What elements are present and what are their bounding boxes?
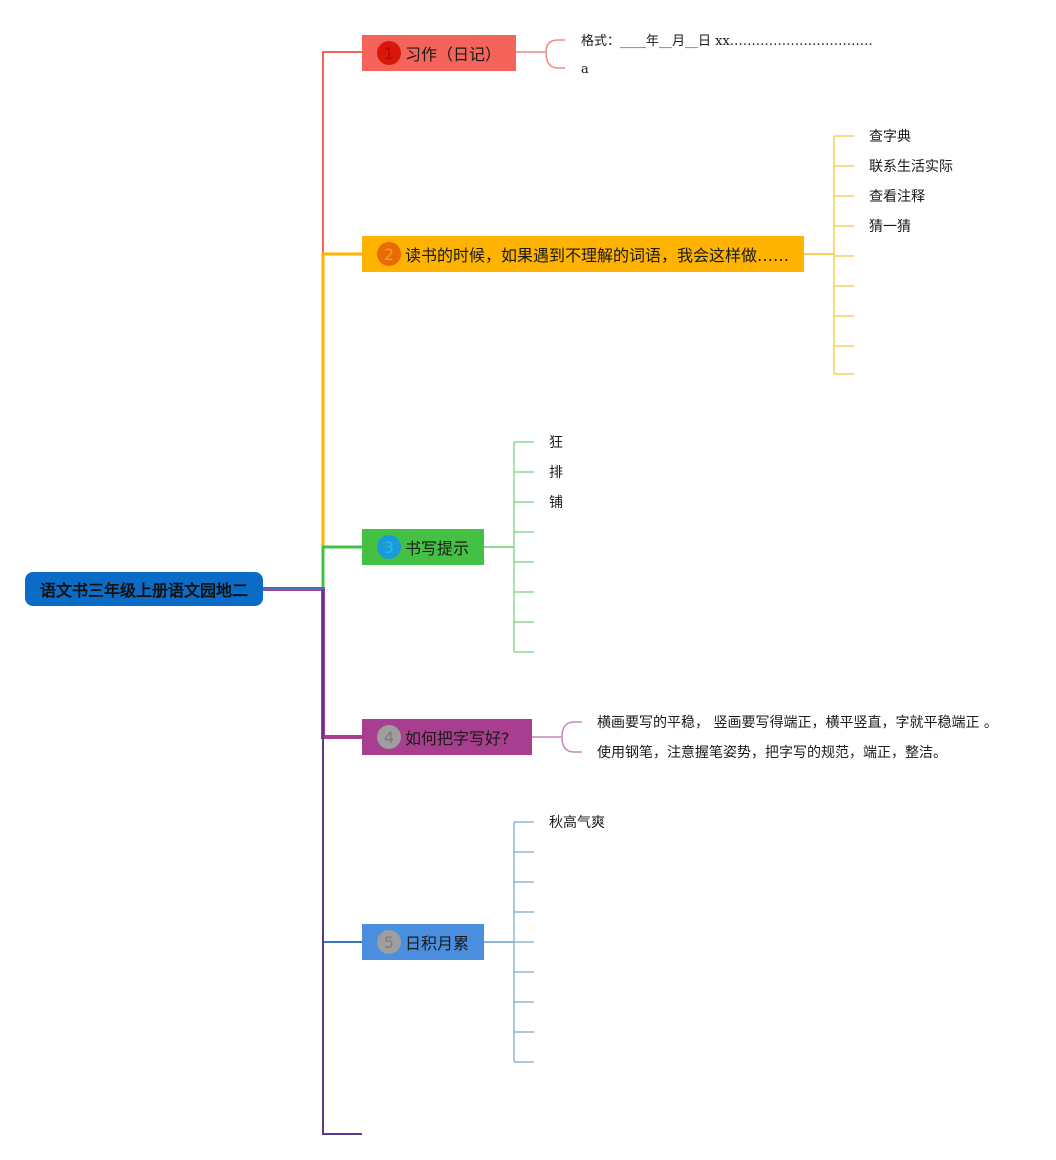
branch-5-leaf-1[interactable]: 秋高气爽 (549, 815, 605, 831)
branch-3-topic[interactable]: 3 书写提示 (362, 529, 484, 565)
branch-1-leaf-2[interactable]: a (581, 62, 589, 77)
root-topic[interactable]: 语文书三年级上册语文园地二 (25, 572, 263, 606)
branch-3-connector (263, 545, 362, 591)
branch-3-leaf-3[interactable]: 铺 (549, 495, 563, 511)
branch-1-child-1-link (545, 39, 565, 53)
branch-2-label: 读书的时候，如果遇到不理解的词语，我会这样做…… (405, 246, 790, 265)
branch-2-connector (263, 252, 362, 591)
branch-4-connector (263, 587, 362, 739)
branch-4-child-1-link (561, 721, 582, 738)
branch-4-child-2-link (561, 736, 582, 753)
branch-1-topic[interactable]: 1 习作（日记） (362, 35, 516, 71)
branch-4-topic[interactable]: 4 如何把字写好? (362, 719, 532, 755)
branch-2-leaf-4[interactable]: 猜一猜 (869, 219, 911, 235)
branch-3-label: 书写提示 (405, 539, 470, 558)
branch-2-topic[interactable]: 2 读书的时候，如果遇到不理解的词语，我会这样做…… (362, 236, 804, 272)
branch-1-child-2-link (545, 51, 565, 69)
number-2-icon: 2 (377, 242, 401, 266)
number-5-icon: 5 (377, 930, 401, 954)
number-4-icon: 4 (377, 725, 401, 749)
branch-5-label: 日积月累 (405, 934, 470, 953)
branch-5-connector (263, 588, 362, 943)
branch-2-leaf-3[interactable]: 查看注释 (869, 189, 925, 205)
number-1-icon: 1 (377, 41, 401, 65)
branch-1-connector (263, 51, 362, 590)
branch-5-topic[interactable]: 5 日积月累 (362, 924, 484, 960)
branch-4-label: 如何把字写好? (405, 729, 510, 748)
number-3-icon: 3 (377, 535, 401, 559)
branch-1-leaf-1[interactable]: 格式：____年__月__日 xx…………………………… (581, 34, 873, 49)
branch-3-leaf-1[interactable]: 狂 (549, 435, 563, 451)
branch-2-leaf-1[interactable]: 查字典 (869, 129, 911, 145)
branch-1-label: 习作（日记） (405, 45, 502, 64)
branch-2-leaf-2[interactable]: 联系生活实际 (869, 159, 953, 175)
branch-4-leaf-2[interactable]: 使用钢笔，注意握笔姿势，把字写的规范，端正，整洁。 (597, 745, 947, 761)
branch-3-leaf-2[interactable]: 排 (549, 465, 563, 481)
branch-6-connector (322, 589, 362, 1135)
branch-4-leaf-1[interactable]: 横画要写的平稳， 竖画要写得端正，横平竖直，字就平稳端正 。 (597, 715, 998, 731)
